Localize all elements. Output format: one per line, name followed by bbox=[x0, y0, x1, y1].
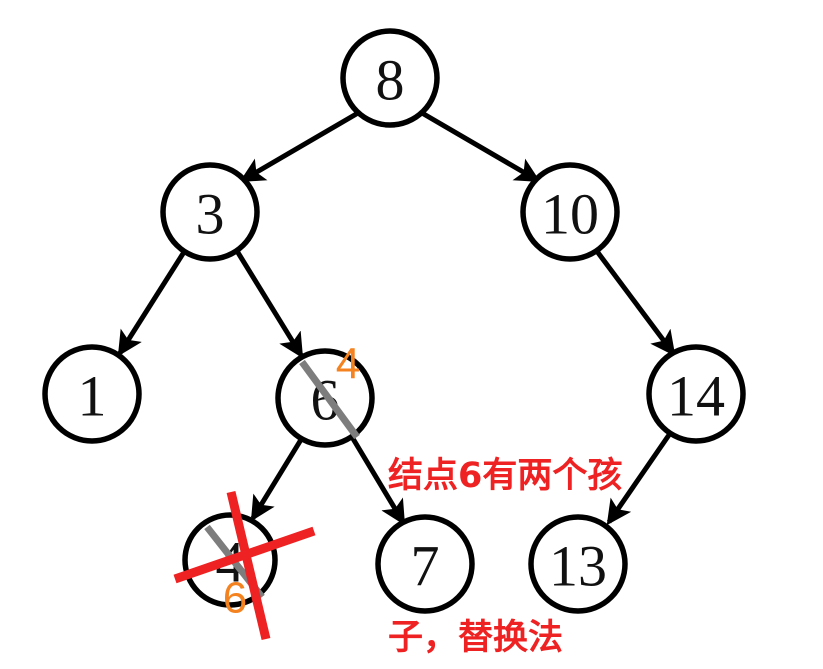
edge-8-to-10 bbox=[420, 110, 541, 183]
node-1-circle bbox=[42, 344, 142, 444]
node-3[interactable]: 3 bbox=[160, 162, 260, 262]
annotation-text: 结点6有两个孩 子，替换法 bbox=[388, 340, 622, 669]
node-7-circle bbox=[375, 514, 475, 614]
node-4-deletion-cross-icon bbox=[173, 490, 316, 641]
node-6-replacement-value: 4 bbox=[336, 340, 360, 389]
node-10[interactable]: 10 bbox=[520, 162, 620, 262]
node-13-label: 13 bbox=[549, 534, 607, 599]
node-6[interactable]: 6 4 bbox=[275, 340, 375, 448]
edge-14-to-13 bbox=[606, 430, 674, 526]
node-7[interactable]: 7 bbox=[375, 514, 475, 614]
edges-group bbox=[117, 110, 676, 526]
annotation-line-2: 子，替换法 bbox=[388, 618, 564, 659]
edge-3-to-6 bbox=[234, 249, 304, 359]
node-8-label: 8 bbox=[376, 48, 405, 113]
node-6-strikethrough-icon bbox=[299, 359, 360, 440]
cross-stroke-down-right bbox=[226, 490, 271, 641]
annotation-line-1: 结点6有两个孩 bbox=[388, 455, 623, 496]
edge-6-to-4 bbox=[250, 436, 305, 522]
node-14[interactable]: 14 bbox=[646, 344, 746, 444]
node-14-label: 14 bbox=[667, 364, 725, 429]
edge-10-to-14 bbox=[593, 248, 676, 357]
edge-8-to-3 bbox=[239, 110, 360, 183]
node-3-circle bbox=[160, 162, 260, 262]
node-10-circle bbox=[520, 162, 620, 262]
node-8[interactable]: 8 bbox=[340, 28, 440, 128]
node-7-label: 7 bbox=[411, 534, 440, 599]
edge-3-to-1 bbox=[117, 250, 187, 357]
edge-6-to-7 bbox=[349, 435, 406, 526]
node-13[interactable]: 13 bbox=[528, 514, 628, 614]
node-1-label: 1 bbox=[78, 364, 107, 429]
cross-stroke-down-left bbox=[173, 526, 316, 584]
node-1[interactable]: 1 bbox=[42, 344, 142, 444]
node-3-label: 3 bbox=[196, 182, 225, 247]
node-4-replacement-value: 6 bbox=[223, 574, 247, 623]
node-13-circle bbox=[528, 514, 628, 614]
node-14-circle bbox=[646, 344, 746, 444]
node-10-label: 10 bbox=[541, 182, 599, 247]
node-8-circle bbox=[340, 28, 440, 128]
